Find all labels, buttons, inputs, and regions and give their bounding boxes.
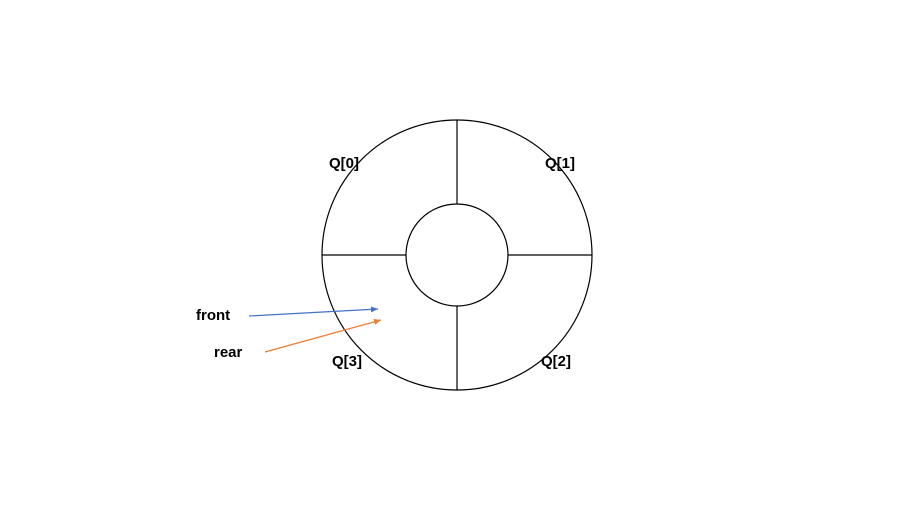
front-pointer-arrow [248, 306, 379, 317]
slot-label-q2: Q[2] [541, 353, 571, 370]
slot-label-q1: Q[1] [545, 155, 575, 172]
inner-ring [405, 203, 509, 307]
slot-label-q0: Q[0] [329, 155, 359, 172]
slot-label-q3: Q[3] [332, 353, 362, 370]
front-pointer-label: front [196, 307, 231, 324]
rear-pointer-label: rear [214, 344, 243, 361]
rear-pointer-arrow [264, 318, 382, 353]
